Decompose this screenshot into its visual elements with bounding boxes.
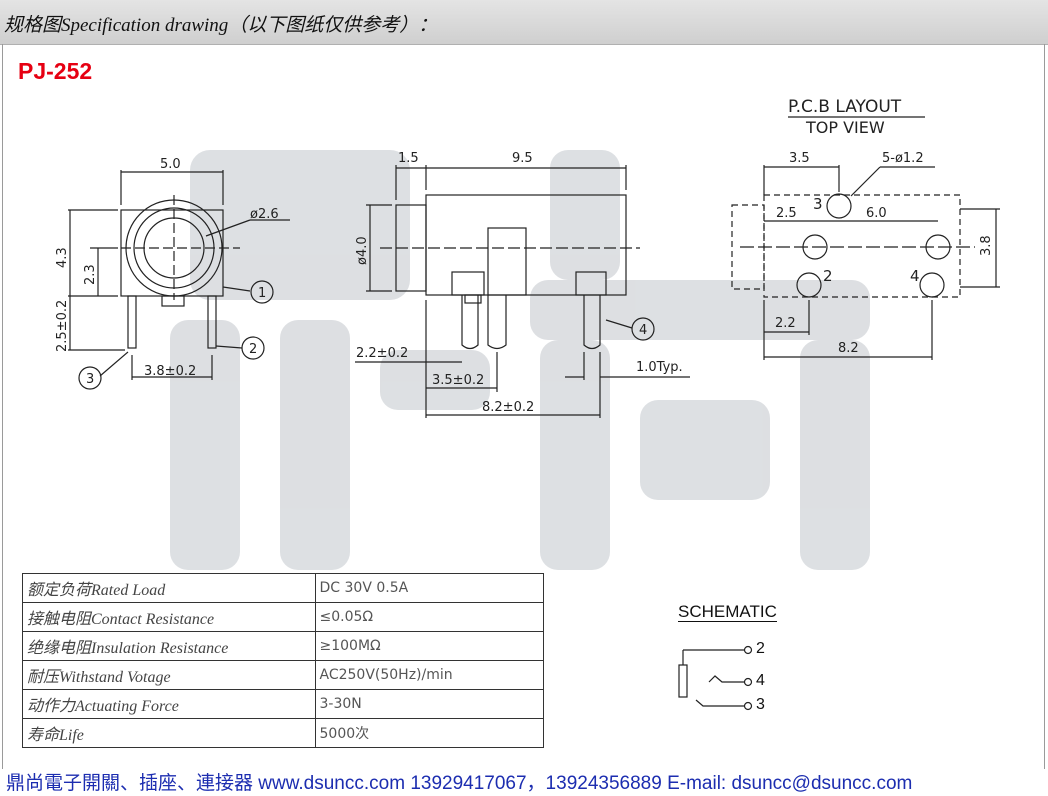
side-dim-diameter: ø4.0 [355, 236, 370, 265]
frame-right-border [1044, 44, 1045, 769]
front-dim-pin-length: 2.5±0.2 [55, 300, 70, 352]
front-dim-pin-pitch: 3.8±0.2 [144, 364, 196, 379]
pcb-layout-subtitle: TOP VIEW [805, 118, 885, 137]
header-bar: 规格图Specification drawing（以下图纸仅供参考）： [0, 0, 1048, 45]
side-dim-pin-width: 1.0Typ. [636, 360, 683, 375]
footer-bar: 鼎尚電子開關、插座、連接器 www.dsuncc.com 13929417067… [0, 766, 1048, 796]
table-row: 额定负荷Rated Load DC 30V 0.5A [22, 573, 544, 603]
side-dim-pin-offset: 2.2±0.2 [356, 346, 408, 361]
spec-value: DC 30V 0.5A [314, 573, 544, 603]
table-row: 寿命Life 5000次 [22, 718, 544, 748]
spec-value: AC250V(50Hz)/min [314, 660, 544, 690]
pcb-dim-holes: 5-ø1.2 [882, 151, 924, 166]
spec-label: 额定负荷Rated Load [22, 573, 316, 603]
side-dim-total: 8.2±0.2 [482, 400, 534, 415]
footer-contact: 鼎尚電子開關、插座、連接器 www.dsuncc.com 13929417067… [6, 773, 913, 794]
pcb-layout-title: P.C.B LAYOUT [788, 97, 902, 117]
pcb-hole-label-2: 2 [823, 267, 833, 285]
pin-callout-2: 2 [249, 342, 257, 357]
spec-value: 3-30N [314, 689, 544, 719]
pcb-hole-label-4: 4 [910, 267, 920, 285]
model-number: PJ-252 [18, 58, 93, 84]
schematic-pin-3: 3 [756, 696, 765, 713]
spec-label: 耐压Withstand Votage [22, 660, 316, 690]
spec-value: 5000次 [314, 718, 544, 748]
schematic-pin-4: 4 [756, 672, 765, 689]
table-row: 接触电阻Contact Resistance ≤0.05Ω [22, 602, 544, 632]
spec-value: ≥100MΩ [314, 631, 544, 661]
pcb-dim-total: 8.2 [838, 341, 859, 356]
front-dim-width: 5.0 [160, 157, 181, 172]
pcb-hole-label-3: 3 [813, 195, 823, 213]
pcb-dim-y: 3.8 [979, 235, 994, 256]
pcb-dim-x4: 2.2 [775, 316, 796, 331]
front-dim-height: 4.3 [55, 247, 70, 268]
spec-label: 绝缘电阻Insulation Resistance [22, 631, 316, 661]
spec-table: 额定负荷Rated Load DC 30V 0.5A 接触电阻Contact R… [22, 573, 544, 748]
spec-label: 接触电阻Contact Resistance [22, 602, 316, 632]
pin-callout-1: 1 [258, 286, 266, 301]
schematic-pin-2: 2 [756, 640, 765, 657]
table-row: 动作力Actuating Force 3-30N [22, 689, 544, 719]
side-dim-body: 9.5 [512, 151, 533, 166]
pcb-dim-x3: 6.0 [866, 206, 887, 221]
side-dim-front: 1.5 [398, 151, 419, 166]
pcb-dim-x1: 3.5 [789, 151, 810, 166]
front-dim-diameter: ø2.6 [250, 207, 279, 222]
side-dim-pin-pitch: 3.5±0.2 [432, 373, 484, 388]
pin-callout-4: 4 [639, 323, 647, 338]
spec-label: 寿命Life [22, 718, 316, 748]
spec-value: ≤0.05Ω [314, 602, 544, 632]
header-title: 规格图Specification drawing（以下图纸仅供参考）： [4, 15, 438, 36]
pcb-dim-x2: 2.5 [776, 206, 797, 221]
table-row: 绝缘电阻Insulation Resistance ≥100MΩ [22, 631, 544, 661]
table-row: 耐压Withstand Votage AC250V(50Hz)/min [22, 660, 544, 690]
spec-label: 动作力Actuating Force [22, 689, 316, 719]
schematic-title: SCHEMATIC [678, 602, 777, 622]
pin-callout-3: 3 [86, 372, 94, 387]
front-dim-center: 2.3 [83, 264, 98, 285]
frame-left-border [2, 44, 3, 769]
